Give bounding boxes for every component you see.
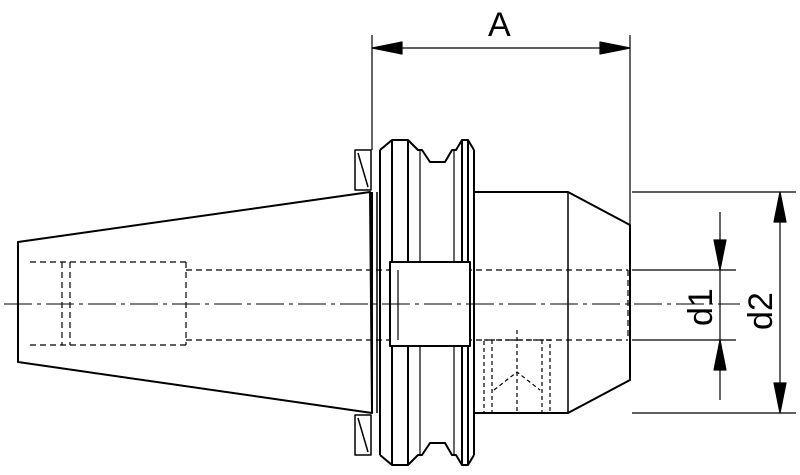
dimension-d1-label: d1 — [682, 288, 720, 326]
drive-key — [354, 149, 372, 456]
dimension-a-label: A — [488, 6, 511, 44]
dimension-a — [371, 35, 631, 225]
front-body — [473, 191, 631, 414]
clamping-screw-hidden — [483, 330, 551, 414]
internal-bore-hidden — [30, 261, 629, 346]
dimension-d1 — [632, 212, 736, 400]
dimension-d2 — [632, 191, 796, 414]
taper-shank — [17, 191, 378, 414]
dimension-d2-label: d2 — [742, 292, 780, 330]
v-flange — [379, 139, 475, 466]
